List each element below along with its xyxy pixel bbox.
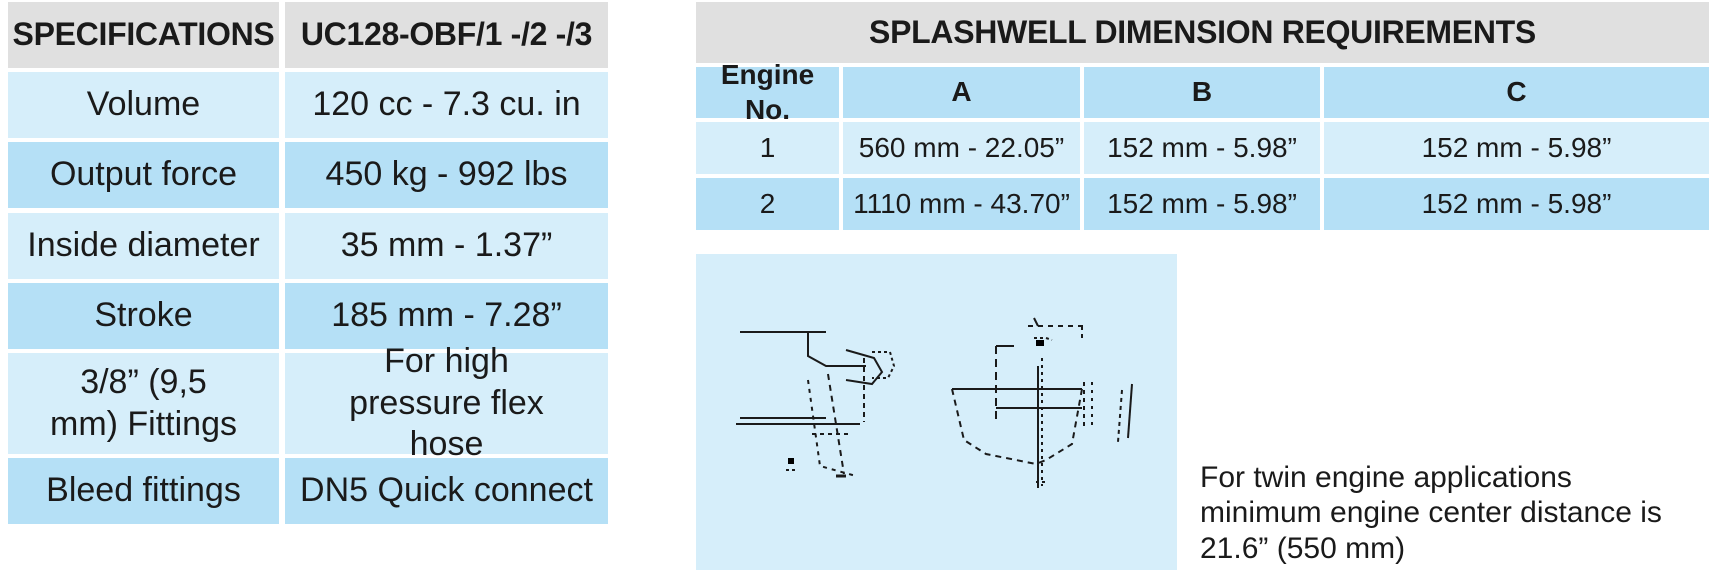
engine-row-c: 152 mm - 5.98” bbox=[1324, 178, 1709, 230]
spec-row-value: 185 mm - 7.28” bbox=[285, 283, 608, 349]
twin-engine-note: For twin engine applications minimum eng… bbox=[1200, 461, 1662, 565]
spec-row-value: DN5 Quick connect bbox=[285, 458, 608, 524]
engine-row-number: 2 bbox=[696, 178, 839, 230]
column-header-b: B bbox=[1084, 67, 1320, 118]
column-header-c: C bbox=[1324, 67, 1709, 118]
engine-row-b: 152 mm - 5.98” bbox=[1084, 122, 1320, 174]
spec-row-label: 3/8” (9,5 mm) Fittings bbox=[8, 353, 279, 454]
spec-row-value: 120 cc - 7.3 cu. in bbox=[285, 72, 608, 138]
spec-row-label: Volume bbox=[8, 72, 279, 138]
engine-row-a: 1110 mm - 43.70” bbox=[843, 178, 1080, 230]
engine-row-a: 560 mm - 22.05” bbox=[843, 122, 1080, 174]
column-header-a: A bbox=[843, 67, 1080, 118]
engine-row-number: 1 bbox=[696, 122, 839, 174]
spec-row-label: Output force bbox=[8, 142, 279, 208]
engine-row-c: 152 mm - 5.98” bbox=[1324, 122, 1709, 174]
spec-header-label: SPECIFICATIONS bbox=[8, 2, 279, 68]
engine-row-b: 152 mm - 5.98” bbox=[1084, 178, 1320, 230]
splashwell-diagram-panel bbox=[696, 254, 1177, 570]
spec-header-model: UC128-OBF/1 -/2 -/3 bbox=[285, 2, 608, 68]
spec-row-label: Inside diameter bbox=[8, 213, 279, 279]
spec-row-label: Bleed fittings bbox=[8, 458, 279, 524]
spec-row-value: 35 mm - 1.37” bbox=[285, 213, 608, 279]
splashwell-side-view-diagram bbox=[736, 317, 1133, 488]
column-header-engine: Engine No. bbox=[696, 59, 839, 125]
spec-row-value: 450 kg - 992 lbs bbox=[285, 142, 608, 208]
spec-row-label: Stroke bbox=[8, 283, 279, 349]
splashwell-title: SPLASHWELL DIMENSION REQUIREMENTS bbox=[696, 2, 1709, 63]
spec-row-value: For high pressure flex hose bbox=[285, 342, 608, 463]
